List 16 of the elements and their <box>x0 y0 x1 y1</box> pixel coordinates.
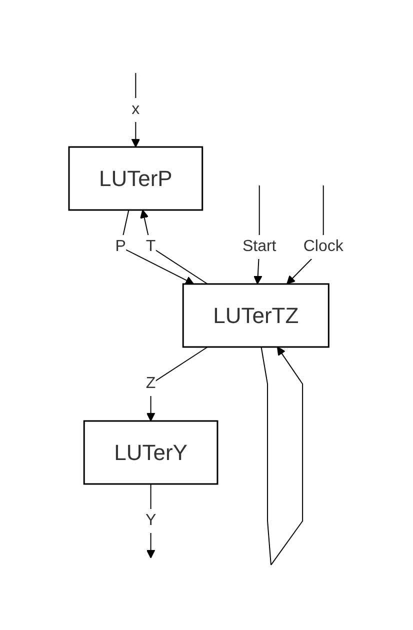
edge-label: Y <box>146 511 156 528</box>
arrow <box>146 482 156 558</box>
edge-label: x <box>132 100 140 118</box>
arrow <box>140 209 208 284</box>
edge-label: Clock <box>304 237 344 254</box>
arrow <box>270 346 304 565</box>
arrow <box>146 346 208 421</box>
edge-label: Z <box>146 374 156 392</box>
node-box: LUTerY <box>84 420 219 484</box>
arrow <box>120 209 194 284</box>
arrow <box>132 72 140 147</box>
edge-label: Start <box>242 237 277 254</box>
node-box: LUTerP <box>68 146 204 210</box>
node-box: LUTerTZ <box>182 282 330 348</box>
edge-label: T <box>146 237 156 254</box>
edge-label: P <box>116 237 126 254</box>
